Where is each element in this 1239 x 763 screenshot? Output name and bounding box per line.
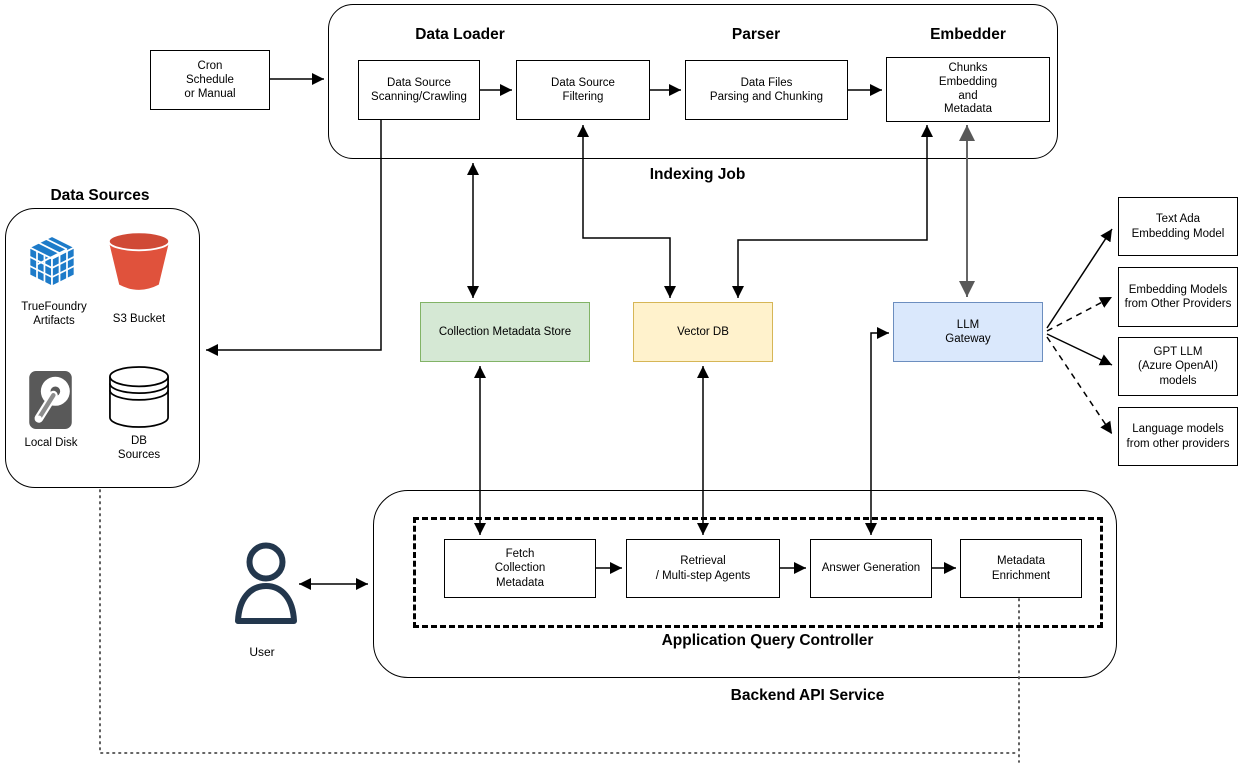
node-vector-db: Vector DB	[633, 302, 773, 362]
edge-gateway-to-language-other	[1046, 336, 1113, 435]
data-source-label-local-disk: Local Disk	[24, 437, 78, 449]
node-retrieval-agents: Retrieval / Multi-step Agents	[626, 539, 780, 598]
hard-disk-icon	[29, 371, 72, 434]
node-llm-gateway: LLM Gateway	[893, 302, 1043, 362]
column-header-embedder: Embedder	[930, 26, 1006, 43]
node-data-source-filtering: Data Source Filtering	[516, 60, 650, 120]
backend-api-service-title: Backend API Service	[730, 687, 885, 704]
data-source-label-truefoundry: TrueFoundry Artifacts	[21, 301, 87, 328]
node-embedding-models-other: Embedding Models from Other Providers	[1118, 267, 1238, 327]
node-language-models-other: Language models from other providers	[1118, 407, 1238, 466]
cube-icon	[26, 232, 78, 299]
node-fetch-collection-metadata: Fetch Collection Metadata	[444, 539, 596, 598]
user-icon	[235, 541, 297, 630]
node-data-source-scanning: Data Source Scanning/Crawling	[358, 60, 480, 120]
node-collection-metadata-store: Collection Metadata Store	[420, 302, 590, 362]
data-sources-title: Data Sources	[50, 187, 150, 204]
edge-gateway-to-gpt-llm	[1046, 333, 1113, 366]
database-icon	[108, 366, 170, 433]
user-label: User	[249, 645, 275, 659]
node-metadata-enrichment: Metadata Enrichment	[960, 539, 1082, 598]
column-header-parser: Parser	[731, 26, 781, 43]
s3-bucket-icon	[106, 230, 172, 301]
node-answer-generation: Answer Generation	[810, 539, 932, 598]
node-data-files-parsing: Data Files Parsing and Chunking	[685, 60, 848, 120]
data-source-label-s3: S3 Bucket	[112, 313, 166, 325]
edge-gateway-to-text-ada	[1046, 228, 1113, 329]
node-gpt-llm-azure: GPT LLM (Azure OpenAI) models	[1118, 337, 1238, 396]
node-cron-schedule: Cron Schedule or Manual	[150, 50, 270, 110]
indexing-job-title: Indexing Job	[649, 166, 746, 183]
application-query-controller-box	[413, 517, 1103, 628]
edge-gateway-to-embedding-other	[1046, 296, 1113, 332]
application-query-controller-title: Application Query Controller	[661, 632, 874, 649]
column-header-data-loader: Data Loader	[415, 26, 505, 43]
node-chunks-embedding: Chunks Embedding and Metadata	[886, 57, 1050, 122]
node-text-ada-embedding: Text Ada Embedding Model	[1118, 197, 1238, 256]
data-source-label-db-sources: DB Sources	[117, 435, 161, 462]
